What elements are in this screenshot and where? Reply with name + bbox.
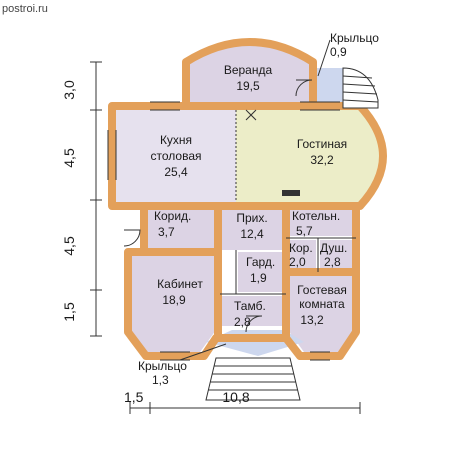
label-hall-area: 12,4	[240, 227, 264, 241]
dim-left-1: 3,0	[61, 80, 77, 100]
stairs-top	[342, 67, 379, 109]
label-living-area: 32,2	[310, 153, 334, 167]
leader-porch-top	[317, 39, 331, 77]
room-guest	[288, 274, 354, 352]
label-kitchen-line1: Кухня	[160, 133, 192, 147]
stairs-bottom	[205, 357, 301, 401]
label-veranda-name: Веранда	[224, 63, 273, 77]
fireplace	[282, 190, 300, 196]
label-boiler-name: Котельн.	[292, 209, 340, 223]
room-shower	[320, 240, 354, 270]
room-veranda	[186, 42, 313, 110]
label-guest-line2: комната	[299, 297, 345, 311]
label-kitchen-line2: столовая	[151, 149, 202, 163]
label-shower-name: Душ.	[320, 241, 347, 255]
room-corridor	[148, 206, 216, 248]
label-study-area: 18,9	[162, 293, 186, 307]
label-boiler-area: 5,7	[296, 224, 313, 238]
dim-left-2: 4,5	[61, 148, 77, 168]
wall-veranda	[182, 38, 317, 110]
label-study-name: Кабинет	[157, 277, 203, 291]
room-study	[130, 252, 216, 352]
label-guest-area: 13,2	[300, 313, 324, 327]
leader-porch-bottom	[179, 343, 227, 361]
dim-bottom-total: 10,8	[222, 389, 249, 405]
label-kor-name: Кор.	[289, 241, 313, 255]
room-vestibule	[220, 296, 284, 326]
label-porch-top-name: Крыльцо	[330, 31, 379, 45]
label-shower-area: 2,8	[324, 255, 341, 269]
room-kor	[288, 240, 316, 270]
label-corridor-name: Корид.	[154, 209, 191, 223]
wall-outer	[108, 102, 387, 360]
label-porch-bottom-area: 1,3	[152, 373, 169, 387]
room-wardrobe	[238, 252, 284, 292]
label-kor-area: 2,0	[289, 255, 306, 269]
label-wardrobe-area: 1,9	[250, 271, 267, 285]
label-veranda-area: 19,5	[236, 79, 260, 93]
label-wardrobe-name: Гард.	[246, 255, 275, 269]
label-porch-bottom-name: Крыльцо	[138, 359, 187, 373]
room-kitchen	[116, 110, 236, 202]
dim-left-3: 4,5	[61, 236, 77, 256]
label-guest-line1: Гостевая	[297, 283, 347, 297]
room-hall	[220, 206, 284, 250]
room-boiler	[288, 206, 354, 236]
label-hall-name: Прих.	[236, 211, 267, 225]
label-vestibule-name: Тамб.	[234, 299, 266, 313]
room-living	[236, 110, 381, 202]
label-kitchen-area: 25,4	[164, 165, 188, 179]
dim-bottom-small: 1,5	[124, 389, 144, 405]
windows	[107, 101, 340, 361]
label-corridor-area: 3,7	[158, 225, 175, 239]
watermark: postroi.ru	[2, 3, 48, 15]
dimension-lines	[90, 61, 361, 414]
label-living-name: Гостиная	[297, 137, 347, 151]
wall-interior-6	[220, 237, 356, 295]
dim-left-4: 1,5	[61, 302, 77, 322]
label-vestibule-area: 2,8	[234, 315, 251, 329]
doors	[123, 79, 313, 333]
label-porch-top-area: 0,9	[330, 45, 347, 59]
